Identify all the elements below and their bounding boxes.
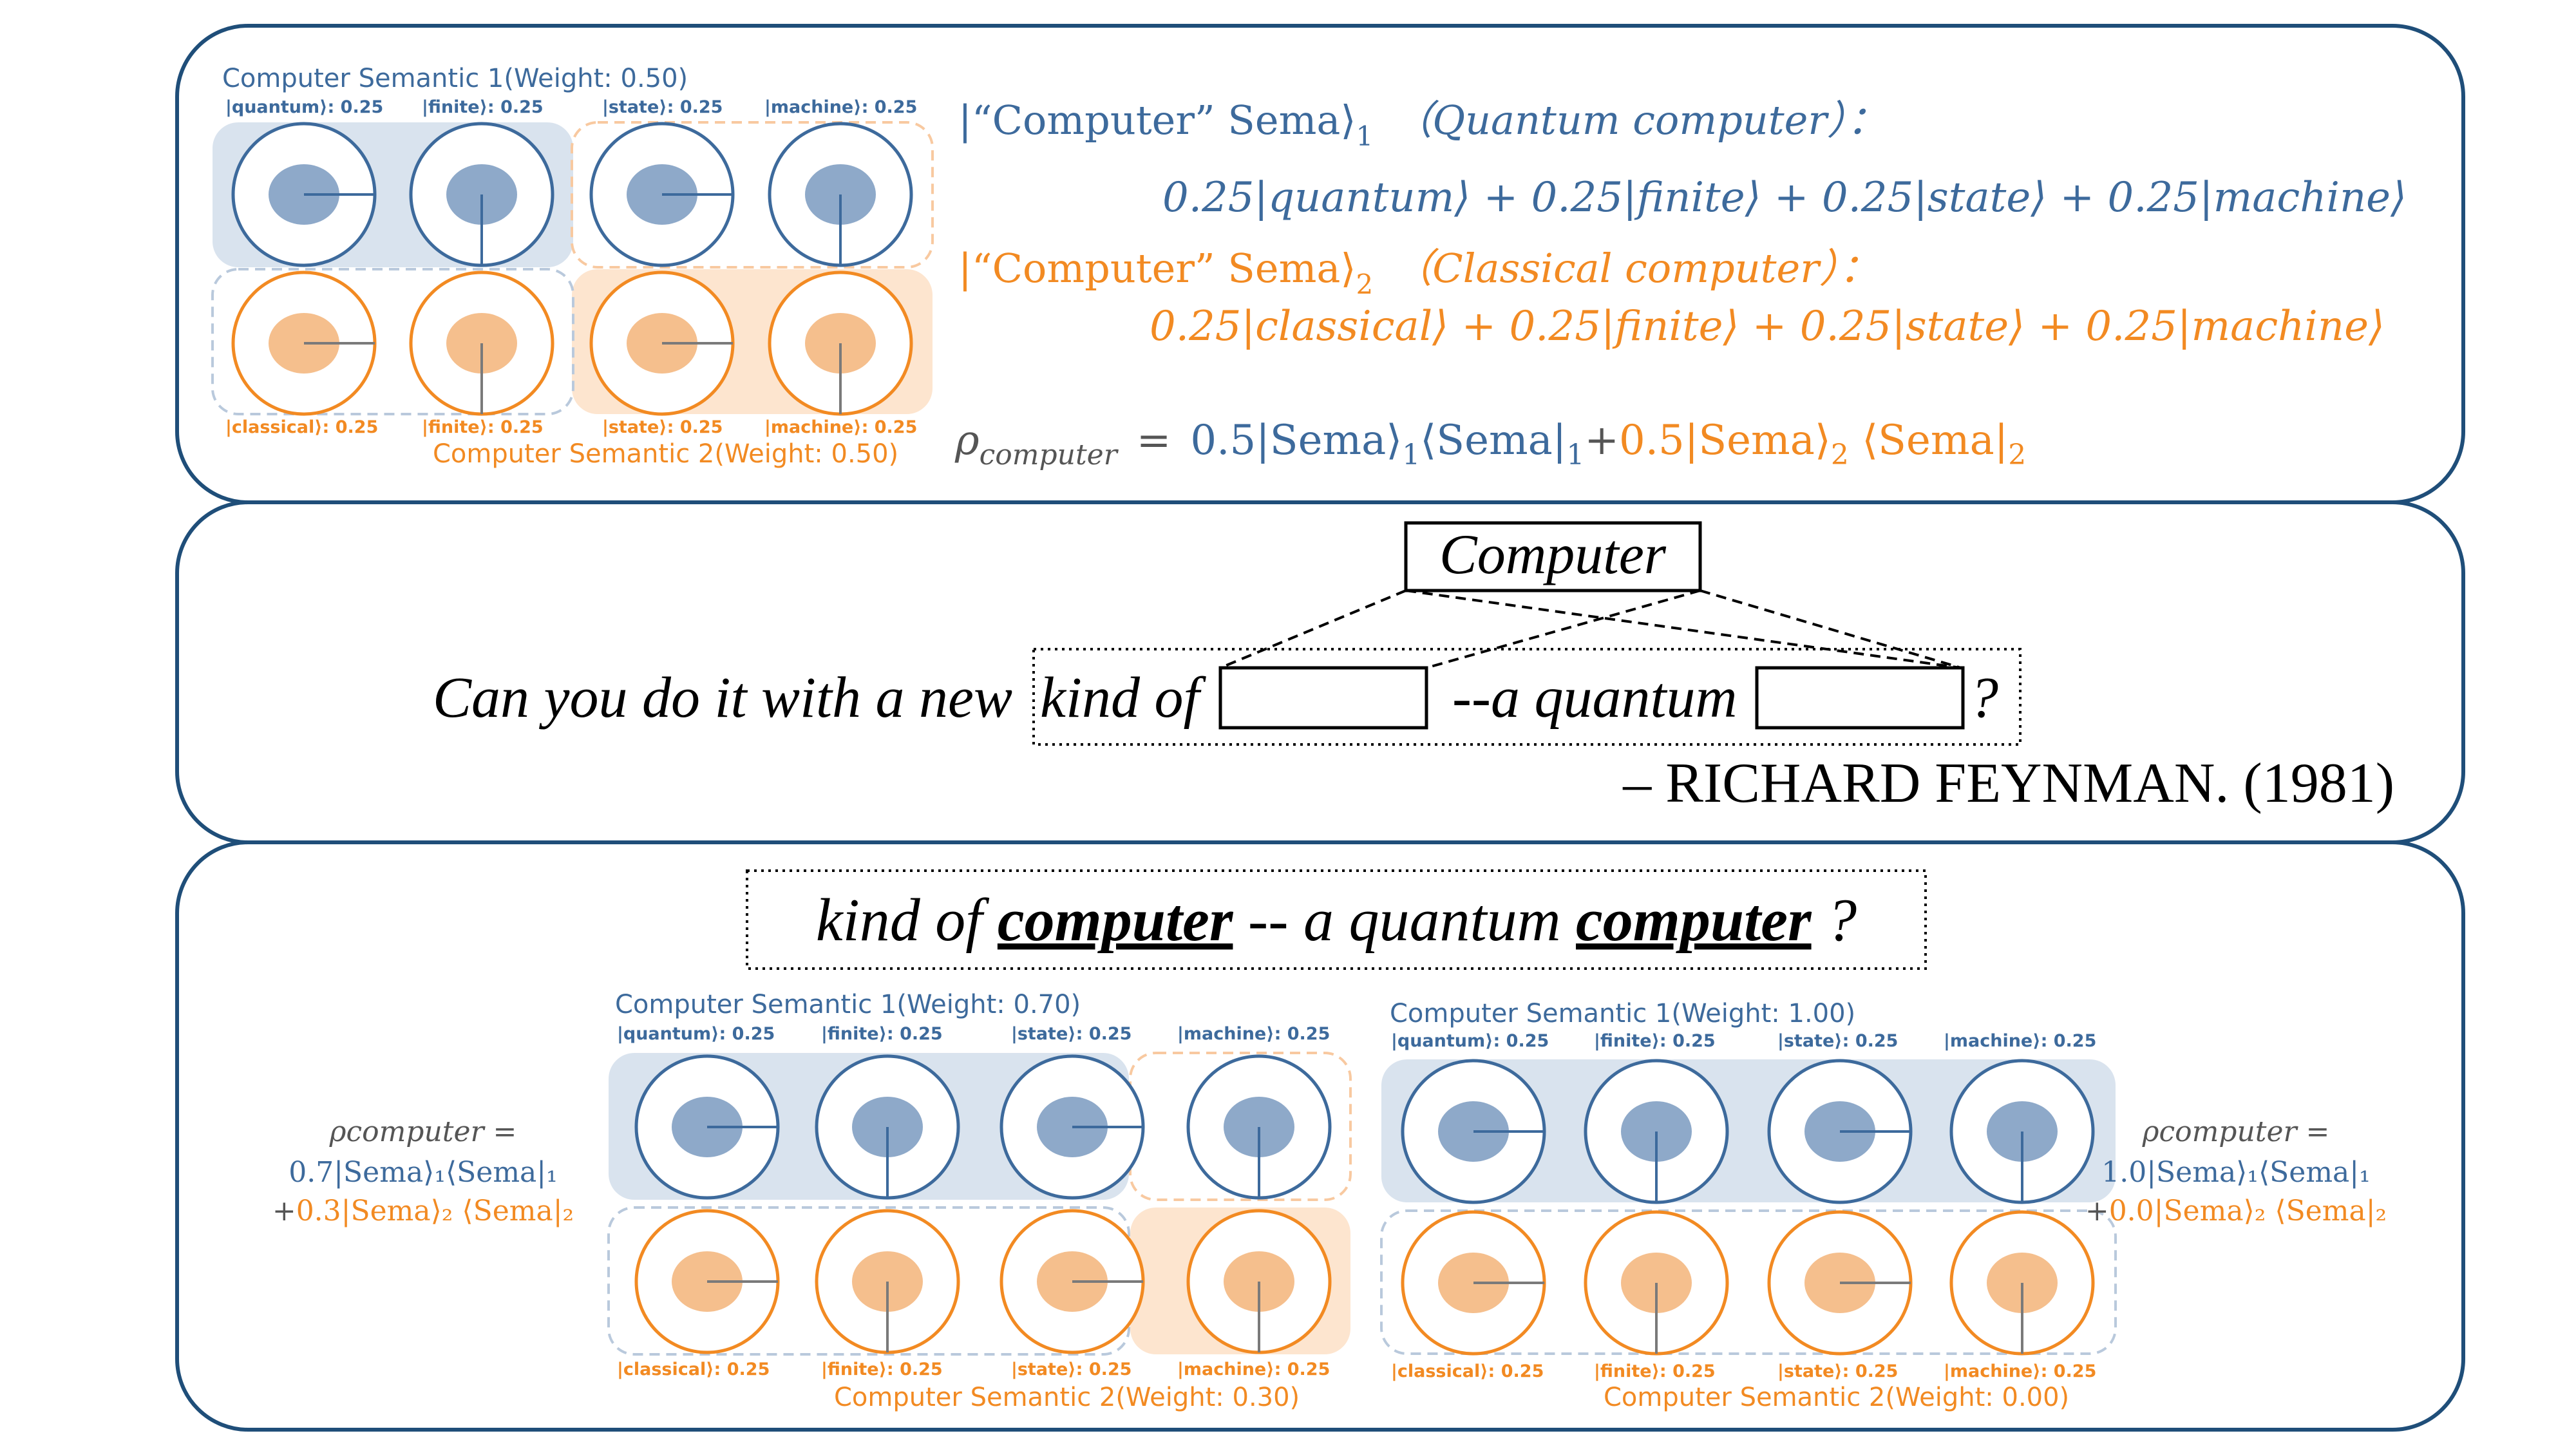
eq1-line: |“Computer” Sema⟩1（Quantum computer）： [958,97,1887,152]
br-group2-dashed [1380,1209,2117,1355]
top-circle-machine2-icon [770,272,911,414]
quote-kind-of: kind of [1040,666,1206,730]
bl-circle-finite2-icon [817,1211,958,1352]
top-group2-dashed [211,268,574,415]
link-dashed-3 [1426,589,1701,669]
br-circle-state2-icon [1769,1212,1911,1354]
br-rho-line3: +0.0|Sema⟩₂ ⟨Sema|₂ [2085,1195,2387,1227]
phrase-dotted-box [1032,648,2022,746]
top-label-state: |state⟩: 0.25 [602,97,723,117]
br-group1-highlight [1381,1059,2116,1202]
top-circle-finite-icon [411,124,553,265]
bl-group2-title: Computer Semantic 2(Weight: 0.30) [834,1383,1300,1412]
top-circle-state-icon [591,124,733,265]
bl-label-machine2: |machine⟩: 0.25 [1177,1359,1330,1379]
bl-circle-machine2-icon [1188,1211,1330,1352]
br-rho-line2: 1.0|Sema⟩₁⟨Sema|₁ [2101,1156,2371,1189]
top-label-classical: |classical⟩: 0.25 [225,417,378,437]
top-group1-title: Computer Semantic 1(Weight: 0.50) [222,64,688,93]
br-circle-machine-icon [1951,1061,2093,1202]
link-dashed-1 [1220,589,1406,669]
bl-label-machine: |machine⟩: 0.25 [1177,1024,1330,1044]
bl-label-quantum: |quantum⟩: 0.25 [617,1024,775,1044]
br-group2-title: Computer Semantic 2(Weight: 0.00) [1604,1383,2069,1412]
bl-group1-title: Computer Semantic 1(Weight: 0.70) [615,990,1081,1019]
quote-sentence-end: ? [1969,666,1998,730]
bl-circle-quantum-icon [636,1056,778,1198]
bl-circle-classical-icon [636,1211,778,1352]
top-label-machine: |machine⟩: 0.25 [764,97,917,117]
br-rho-line1: ρcomputer = [2142,1115,2330,1148]
top-label-finite: |finite⟩: 0.25 [422,97,544,117]
top-circle-classical-icon [233,272,375,414]
eq2-line: |“Computer” Sema⟩2（Classical computer）： [958,245,1879,300]
top-label-state2: |state⟩: 0.25 [602,417,723,437]
br-label-state2: |state⟩: 0.25 [1777,1361,1898,1381]
computer-word: Computer [1439,524,1667,586]
br-label-state: |state⟩: 0.25 [1777,1031,1898,1051]
top-circle-finite2-icon [411,272,553,414]
bl-label-finite2: |finite⟩: 0.25 [821,1359,943,1379]
bottom-right-semantic-grid: Computer Semantic 1(Weight: 1.00) |quant… [1380,999,2117,1412]
br-circle-classical-icon [1403,1212,1544,1354]
bl-circle-state-icon [1001,1056,1143,1198]
bottom-phrase-box [746,869,1927,970]
top-equations: |“Computer” Sema⟩1（Quantum computer）： 0.… [954,97,2407,471]
br-label-machine2: |machine⟩: 0.25 [1944,1361,2096,1381]
bl-circle-state2-icon [1001,1211,1143,1352]
bl-circle-finite-icon [817,1056,958,1198]
br-circle-state-icon [1769,1061,1911,1202]
top-circle-quantum-icon [233,124,375,265]
br-label-machine: |machine⟩: 0.25 [1944,1031,2096,1051]
blank-box-1 [1218,666,1428,730]
br-circle-quantum-icon [1403,1061,1544,1202]
bl-rho-line2: 0.7|Sema⟩₁⟨Sema|₁ [289,1156,558,1189]
quote-sentence-start: Can you do it with a new [433,666,1012,730]
bl-circle-machine-icon [1188,1056,1330,1198]
top-circle-machine-icon [770,124,911,265]
bottom-phrase: kind of computer -- a quantum computer ? [746,869,1927,970]
eq2-body: 0.25|classical⟩ + 0.25|finite⟩ + 0.25|st… [1150,303,2385,350]
link-dashed-4 [1700,589,1962,669]
bottom-right-rho: ρcomputer = 1.0|Sema⟩₁⟨Sema|₁ +0.0|Sema⟩… [2085,1115,2387,1227]
quote-attribution: – RICHARD FEYNMAN. (1981) [1622,752,2394,815]
blank-box-2 [1755,666,1965,730]
br-group1-title: Computer Semantic 1(Weight: 1.00) [1390,999,1855,1028]
bl-group1-dashed [1129,1052,1352,1201]
bottom-panel-border [175,840,2465,1432]
bl-label-finite: |finite⟩: 0.25 [821,1024,943,1044]
middle-quote: Computer Can you do it with a new kind o… [433,521,2394,815]
br-label-finite: |finite⟩: 0.25 [1594,1031,1716,1051]
eq1-body: 0.25|quantum⟩ + 0.25|finite⟩ + 0.25|stat… [1162,174,2407,222]
bl-label-state2: |state⟩: 0.25 [1011,1359,1132,1379]
br-label-finite2: |finite⟩: 0.25 [1594,1361,1716,1381]
bottom-left-semantic-grid: Computer Semantic 1(Weight: 0.70) |quant… [607,990,1352,1412]
br-label-classical: |classical⟩: 0.25 [1391,1361,1544,1381]
br-circle-finite2-icon [1586,1212,1727,1354]
top-group2-title: Computer Semantic 2(Weight: 0.50) [433,439,898,469]
top-circle-state2-icon [591,272,733,414]
top-semantic-grid: Computer Semantic 1(Weight: 0.50) |quant… [211,64,934,469]
rho-equation: ρcomputer=0.5|Sema⟩1⟨Sema|1+0.5|Sema⟩2 ⟨… [954,417,2026,471]
top-label-machine2: |machine⟩: 0.25 [764,417,917,437]
bottom-left-rho: ρcomputer = 0.7|Sema⟩₁⟨Sema|₁ +0.3|Sema⟩… [272,1115,574,1227]
link-dashed-2 [1405,589,1962,669]
top-group1-dashed [571,121,934,269]
bottom-phrase-text: kind of computer -- a quantum computer ? [816,887,1857,954]
bl-label-classical: |classical⟩: 0.25 [617,1359,770,1379]
bl-label-state: |state⟩: 0.25 [1011,1024,1132,1044]
bl-rho-line1: ρcomputer = [329,1115,517,1148]
quote-sentence-mid: --a quantum [1452,666,1737,730]
br-circle-finite-icon [1586,1061,1727,1202]
br-circle-machine2-icon [1951,1212,2093,1354]
top-label-quantum: |quantum⟩: 0.25 [225,97,383,117]
br-label-quantum: |quantum⟩: 0.25 [1391,1031,1549,1051]
top-label-finite2: |finite⟩: 0.25 [422,417,544,437]
bl-rho-line3: +0.3|Sema⟩₂ ⟨Sema|₂ [272,1195,574,1227]
computer-word-box [1404,521,1702,592]
